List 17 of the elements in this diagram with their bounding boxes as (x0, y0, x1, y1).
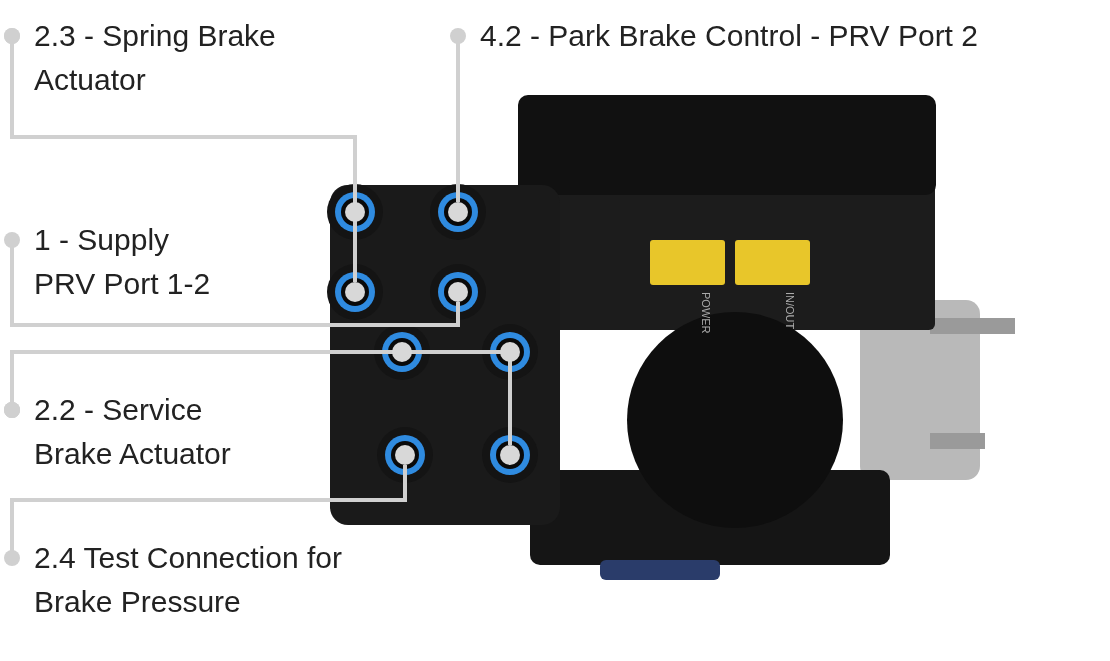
connector-marking: IN/OUT (784, 292, 796, 330)
port-connector (395, 445, 415, 465)
callout-label: 4.2 - Park Brake Control - PRV Port 2 (458, 14, 1110, 58)
port-connector (392, 342, 412, 362)
port-connector (345, 282, 365, 302)
callout-label: 2.2 - Service Brake Actuator (12, 388, 284, 476)
callout-label: 2.3 - Spring Brake Actuator (12, 14, 284, 102)
callout-label: 2.4 Test Connection for Brake Pressure (12, 536, 354, 624)
connector-marking: POWER (700, 292, 712, 334)
callout-label: 1 - Supply PRV Port 1-2 (12, 218, 224, 306)
leader-line (4, 232, 460, 327)
port-connector (500, 342, 520, 362)
port-connector (500, 445, 520, 465)
port-connector (448, 202, 468, 222)
leader-line (450, 28, 466, 202)
port-connector (448, 282, 468, 302)
port-connector (345, 202, 365, 222)
